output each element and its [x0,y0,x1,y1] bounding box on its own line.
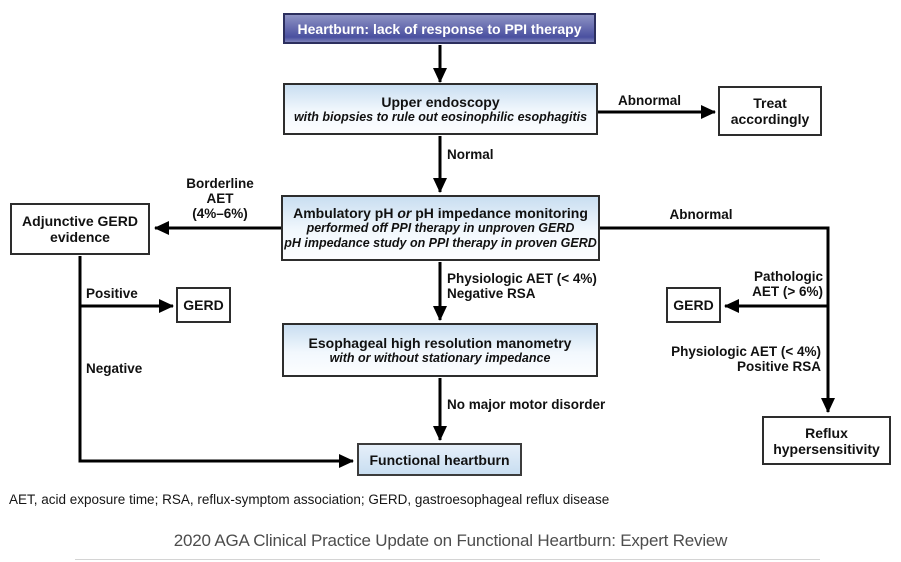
node-ph-monitoring: Ambulatory pH or pH impedance monitoring… [281,195,600,261]
node-ph-monitoring-subtitle-2: pH impedance study on PPI therapy in pro… [284,236,597,250]
node-reflux-hypersensitivity: Reflux hypersensitivity [762,416,891,465]
node-gerd-left: GERD [176,287,231,323]
node-reflux-hypersensitivity-label: Reflux hypersensitivity [773,424,880,457]
arrow-abnormal-to-reflux [600,226,835,413]
edge-label-abnormal-top: Abnormal [618,93,682,108]
edge-label-physiologic-negative: Physiologic AET (< 4%) Negative RSA [447,271,597,301]
edge-label-negative: Negative [86,361,143,376]
node-gerd-left-label: GERD [183,297,224,313]
node-gerd-right-label: GERD [673,297,714,313]
node-functional-heartburn: Functional heartburn [357,443,522,476]
edge-label-positive: Positive [86,286,138,301]
node-manometry-subtitle: with or without stationary impedance [329,350,551,365]
edge-label-normal: Normal [447,147,494,162]
node-upper-endoscopy-title: Upper endoscopy [381,93,500,110]
node-ph-monitoring-subtitle-1: performed off PPI therapy in unproven GE… [306,221,575,235]
node-heartburn: Heartburn: lack of response to PPI thera… [283,13,596,44]
edge-label-physiologic-positive: Physiologic AET (< 4%) Positive RSA [671,344,821,374]
node-manometry-title: Esophageal high resolution manometry [308,334,572,351]
node-treat-accordingly: Treat accordingly [718,86,822,136]
node-adjunctive-gerd-evidence: Adjunctive GERD evidence [10,203,150,255]
node-gerd-right: GERD [666,287,721,323]
node-adjunctive-gerd-evidence-label: Adjunctive GERD evidence [22,213,138,245]
node-upper-endoscopy-subtitle: with biopsies to rule out eosinophilic e… [293,109,588,124]
node-ph-monitoring-title: Ambulatory pH or pH impedance monitoring [293,205,588,221]
figure-caption: 2020 AGA Clinical Practice Update on Fun… [173,531,728,550]
bottom-divider [75,559,820,560]
arrow-negative-to-functional [78,256,354,468]
edge-label-pathologic-aet: Pathologic AET (> 6%) [752,269,823,299]
edge-label-abnormal-right: Abnormal [669,207,733,222]
node-heartburn-title: Heartburn: lack of response to PPI thera… [297,20,582,37]
node-functional-heartburn-label: Functional heartburn [369,451,510,468]
node-treat-accordingly-label: Treat accordingly [730,95,810,127]
edge-label-borderline-aet: Borderline AET (4%–6%) [186,176,254,221]
abbreviation-footnote: AET, acid exposure time; RSA, reflux-sym… [9,492,610,507]
node-manometry: Esophageal high resolution manometry wit… [282,323,598,377]
node-upper-endoscopy: Upper endoscopy with biopsies to rule ou… [283,83,598,135]
edge-label-no-major-motor: No major motor disorder [447,397,606,412]
